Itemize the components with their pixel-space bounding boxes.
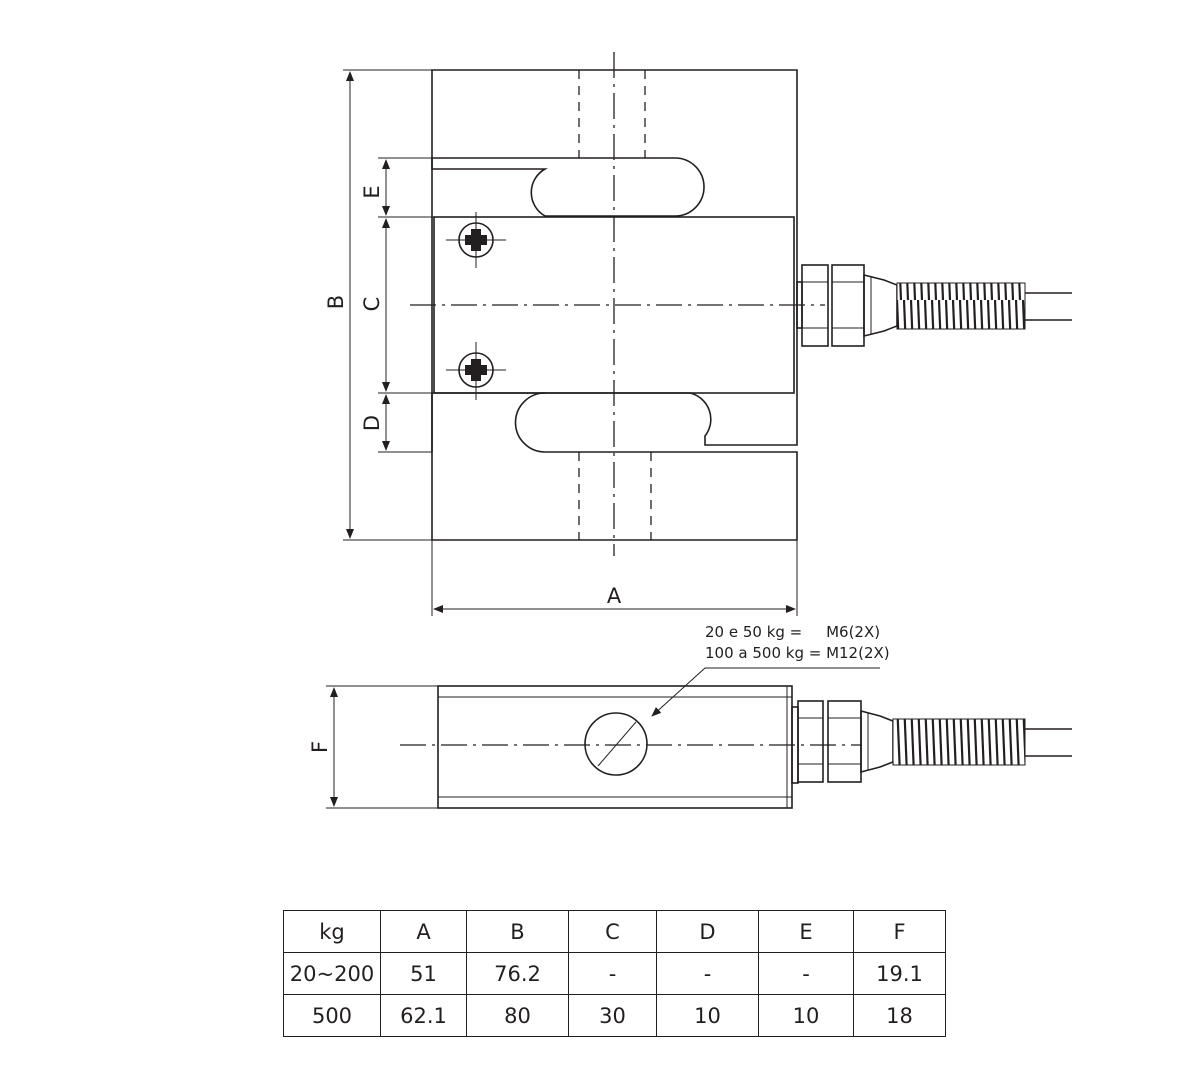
table-cell: 51: [380, 952, 467, 995]
table-header-row: kg A B C D E F: [283, 910, 946, 953]
table-cell: 500: [283, 994, 381, 1037]
table-cell: 19.1: [853, 952, 946, 995]
dimension-f-label: F: [308, 741, 332, 753]
table-cell: 80: [466, 994, 569, 1037]
table-header-cell: kg: [283, 910, 381, 953]
table-cell: 30: [568, 994, 657, 1037]
table-cell: 76.2: [466, 952, 569, 995]
table-cell: -: [758, 952, 854, 995]
dimension-d-label: D: [360, 415, 384, 431]
dimension-c-label: C: [360, 297, 384, 312]
table-row: 20~200 51 76.2 - - - 19.1: [283, 952, 946, 995]
table-header-cell: B: [466, 910, 569, 953]
thread-note-line-1: 20 e 50 kg = M6(2X): [705, 623, 880, 641]
threaded-hole-icon: [584, 712, 648, 776]
table-row: 500 62.1 80 30 10 10 18: [283, 994, 946, 1037]
thread-note-line-2: 100 a 500 kg = M12(2X): [705, 644, 890, 662]
table-cell: 20~200: [283, 952, 381, 995]
table-header-cell: A: [380, 910, 467, 953]
table-header-cell: D: [656, 910, 759, 953]
table-cell: 10: [656, 994, 759, 1037]
screw-icon: [446, 342, 506, 400]
front-view: B E C D A: [324, 52, 1072, 616]
table-header-cell: E: [758, 910, 854, 953]
table-cell: -: [656, 952, 759, 995]
screw-icon: [446, 212, 506, 268]
table-cell: 62.1: [380, 994, 467, 1037]
table-header-cell: F: [853, 910, 946, 953]
table-cell: 10: [758, 994, 854, 1037]
cable-spring-side: [892, 718, 1026, 766]
dimension-a-label: A: [607, 584, 622, 608]
table-cell: 18: [853, 994, 946, 1037]
cable-spring-front: [896, 282, 1026, 330]
cable-gland-front: [796, 264, 898, 347]
table-cell: -: [568, 952, 657, 995]
front-body-upper-slot: [431, 157, 705, 217]
table-header-cell: C: [568, 910, 657, 953]
dimension-e-label: E: [360, 185, 384, 198]
side-view: F 20 e 50 kg = M6(2X) 100 a 500 kg = M12…: [308, 623, 1072, 809]
dimension-table: kg A B C D E F 20~200 51 76.2 - - - 19.1…: [283, 910, 946, 1037]
cable-gland-side: [791, 700, 894, 784]
dimension-b-label: B: [324, 295, 348, 309]
front-body-outline: [431, 69, 798, 541]
front-body-lower-cutout: [431, 392, 545, 452]
thread-note-leader: [651, 667, 880, 717]
